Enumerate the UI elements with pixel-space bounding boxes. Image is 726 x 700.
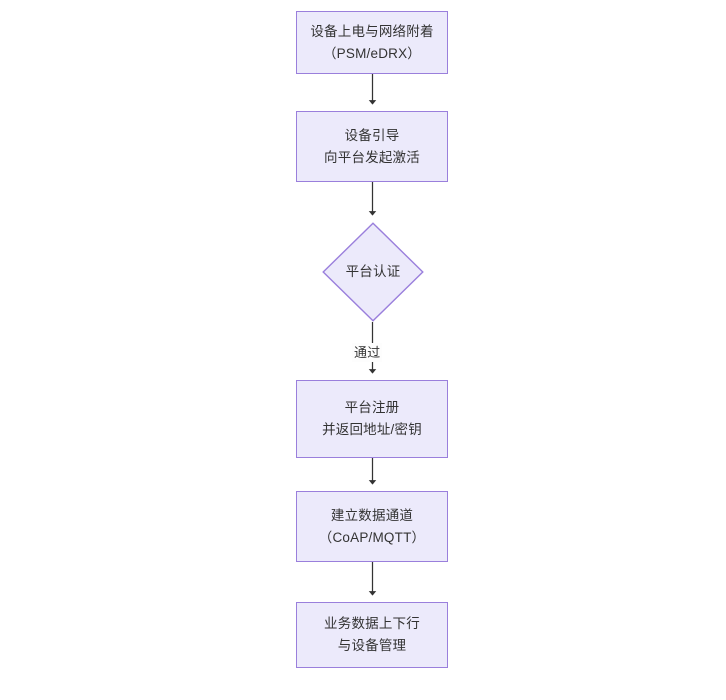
node-data-channel[interactable]: 建立数据通道 （CoAP/MQTT） — [296, 491, 448, 562]
diamond-shape — [322, 222, 424, 322]
node-platform-auth[interactable]: 平台认证 — [322, 222, 424, 322]
node-platform-auth-label: 平台认证 — [345, 264, 401, 279]
node-data-channel-label: 建立数据通道 （CoAP/MQTT） — [318, 507, 426, 545]
node-platform-register-label: 平台注册 并返回地址/密钥 — [322, 400, 422, 437]
node-bootstrap-label: 设备引导 向平台发起激活 — [324, 127, 420, 165]
node-bootstrap[interactable]: 设备引导 向平台发起激活 — [296, 111, 448, 182]
edge-label-pass: 通过 — [352, 343, 383, 362]
node-business-data-label: 业务数据上下行 与设备管理 — [324, 616, 420, 653]
node-business-data[interactable]: 业务数据上下行 与设备管理 — [296, 602, 448, 668]
node-power-on[interactable]: 设备上电与网络附着 （PSM/eDRX） — [296, 11, 448, 74]
node-platform-register[interactable]: 平台注册 并返回地址/密钥 — [296, 380, 448, 458]
node-power-on-label: 设备上电与网络附着 （PSM/eDRX） — [310, 23, 434, 61]
